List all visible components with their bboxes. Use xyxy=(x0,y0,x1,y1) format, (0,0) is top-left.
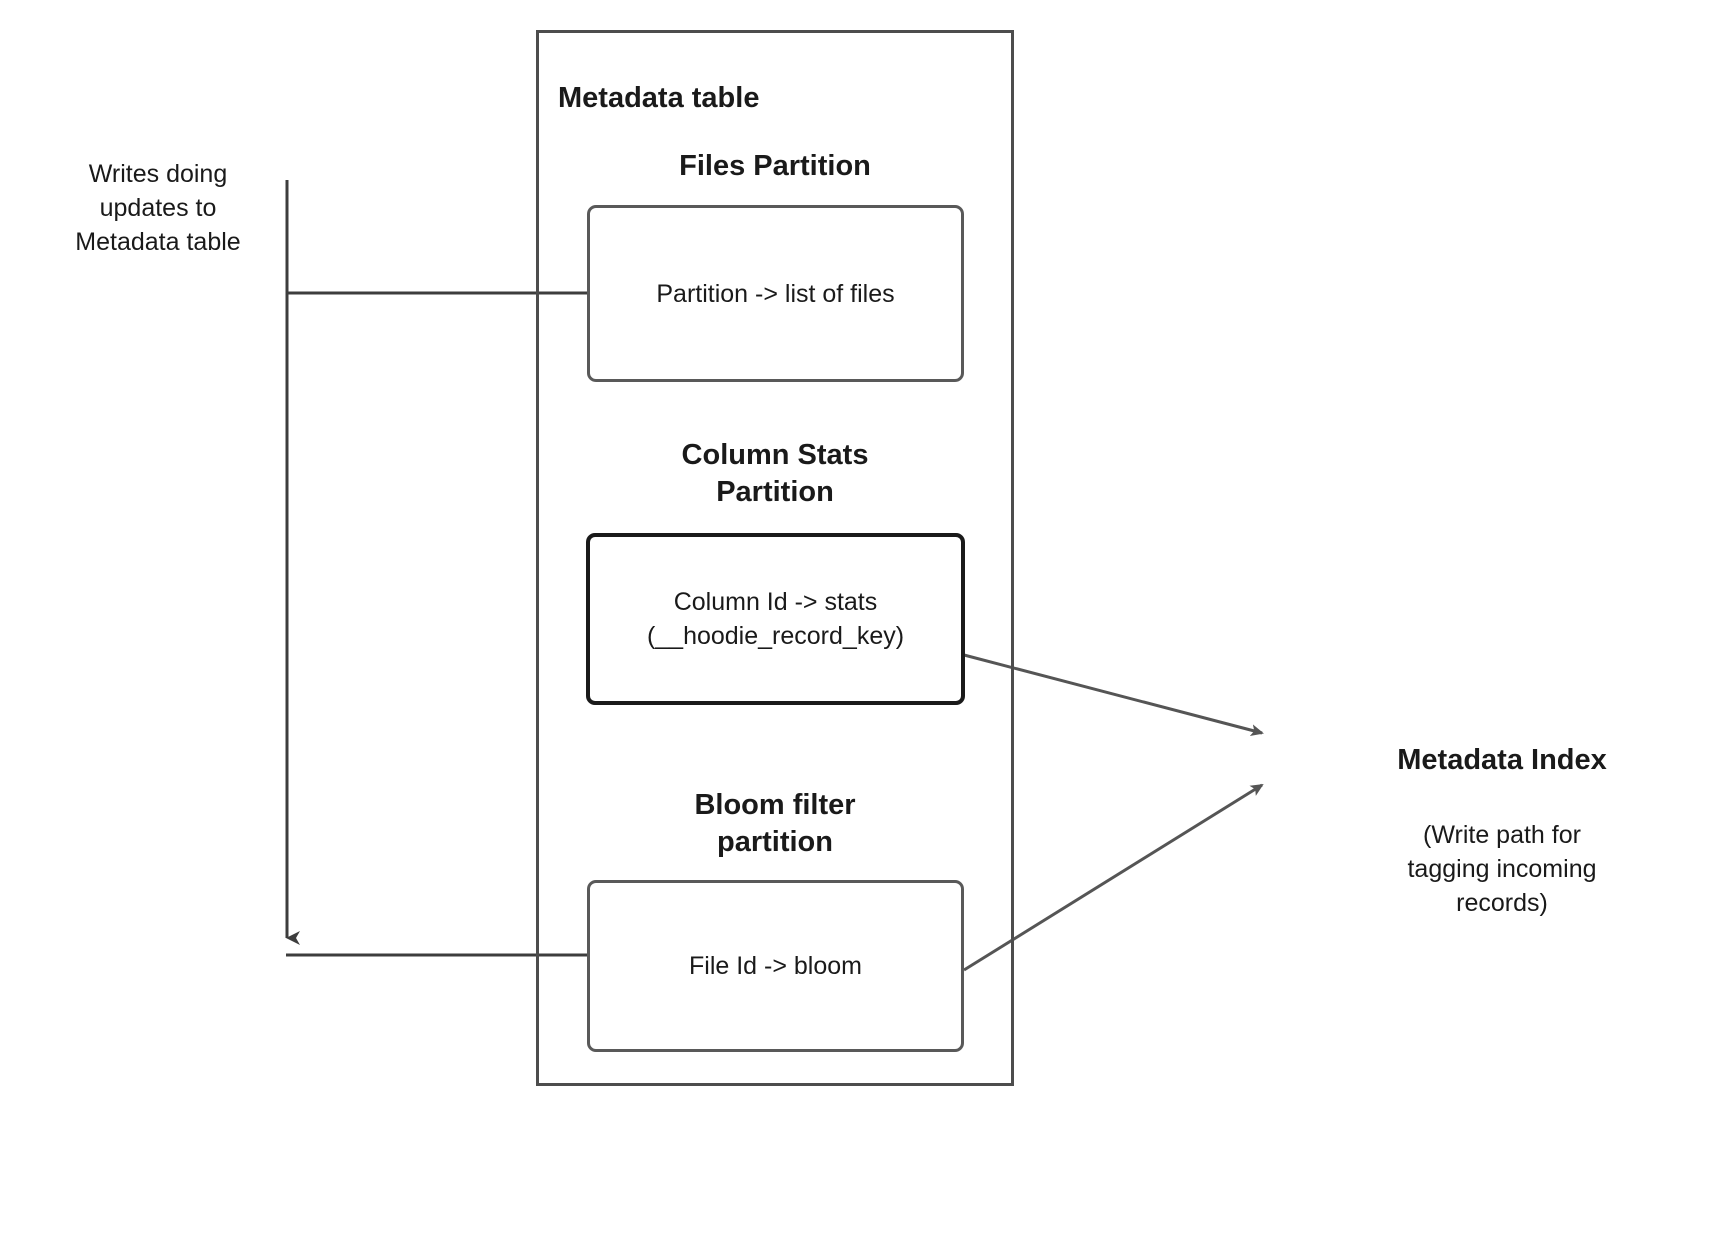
metadata-index-caption: (Write path for tagging incoming records… xyxy=(1407,821,1597,917)
column-stats-partition-heading: Column Stats Partition xyxy=(681,439,869,509)
files-partition-heading: Files Partition xyxy=(679,150,871,182)
writes-updates-note: Writes doing updates to Metadata table xyxy=(75,160,241,256)
column-stats-partition-box: Column Id -> stats (__hoodie_record_key) xyxy=(586,533,965,705)
metadata-index-title: Metadata Index xyxy=(1397,744,1607,776)
bloom-filter-partition-heading: Bloom filter partition xyxy=(694,789,856,859)
bloom-filter-partition-box: File Id -> bloom xyxy=(587,880,964,1052)
metadata-table-container xyxy=(536,30,1014,1086)
files-partition-box: Partition -> list of files xyxy=(587,205,964,382)
metadata-table-title: Metadata table xyxy=(558,82,760,114)
